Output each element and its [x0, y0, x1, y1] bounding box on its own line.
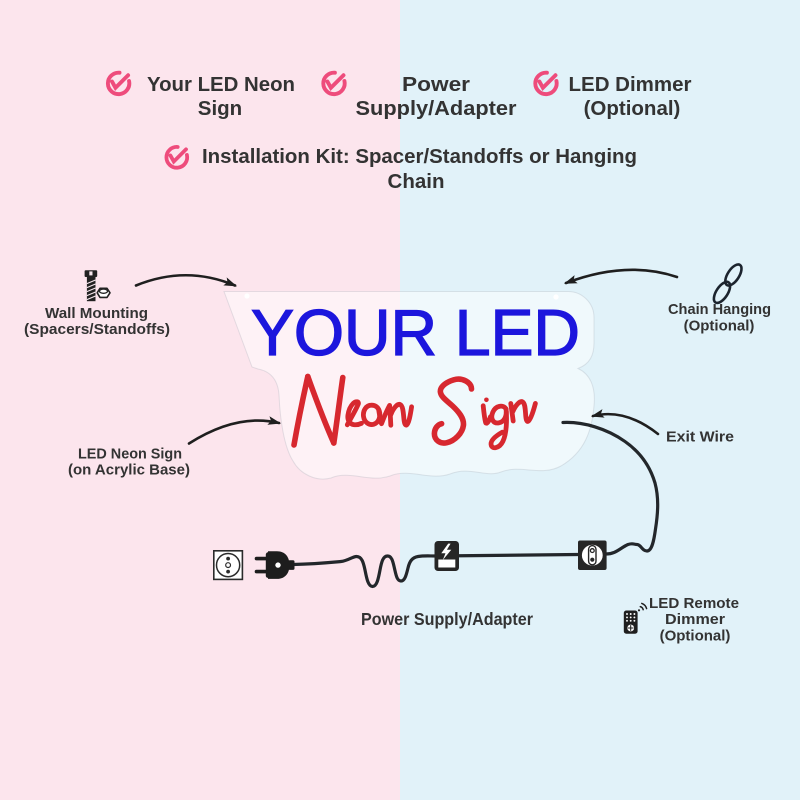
svg-text:Power Supply/Adapter: Power Supply/Adapter: [361, 609, 533, 629]
svg-text:(Spacers/Standoffs): (Spacers/Standoffs): [24, 321, 170, 338]
svg-text:Supply/Adapter: Supply/Adapter: [356, 97, 517, 120]
svg-text:LED Neon Sign: LED Neon Sign: [78, 446, 182, 463]
svg-text:(Optional): (Optional): [660, 628, 731, 645]
svg-text:Your LED Neon: Your LED Neon: [147, 73, 295, 96]
svg-text:(Optional): (Optional): [684, 318, 755, 335]
svg-text:Chain: Chain: [388, 170, 445, 193]
svg-text:(on Acrylic Base): (on Acrylic Base): [68, 462, 190, 479]
svg-text:Installation Kit: Spacer/Stand: Installation Kit: Spacer/Standoffs or Ha…: [202, 145, 637, 168]
svg-text:(Optional): (Optional): [584, 97, 681, 120]
svg-text:Dimmer: Dimmer: [665, 611, 725, 628]
svg-text:YOUR LED: YOUR LED: [251, 297, 580, 369]
svg-text:Chain Hanging: Chain Hanging: [668, 301, 771, 318]
svg-text:Sign: Sign: [198, 97, 242, 120]
svg-text:Wall Mounting: Wall Mounting: [45, 305, 148, 322]
svg-text:Exit Wire: Exit Wire: [666, 429, 734, 446]
svg-text:LED Dimmer: LED Dimmer: [569, 73, 692, 96]
svg-text:Power: Power: [402, 73, 470, 96]
svg-text:LED Remote: LED Remote: [649, 595, 739, 612]
